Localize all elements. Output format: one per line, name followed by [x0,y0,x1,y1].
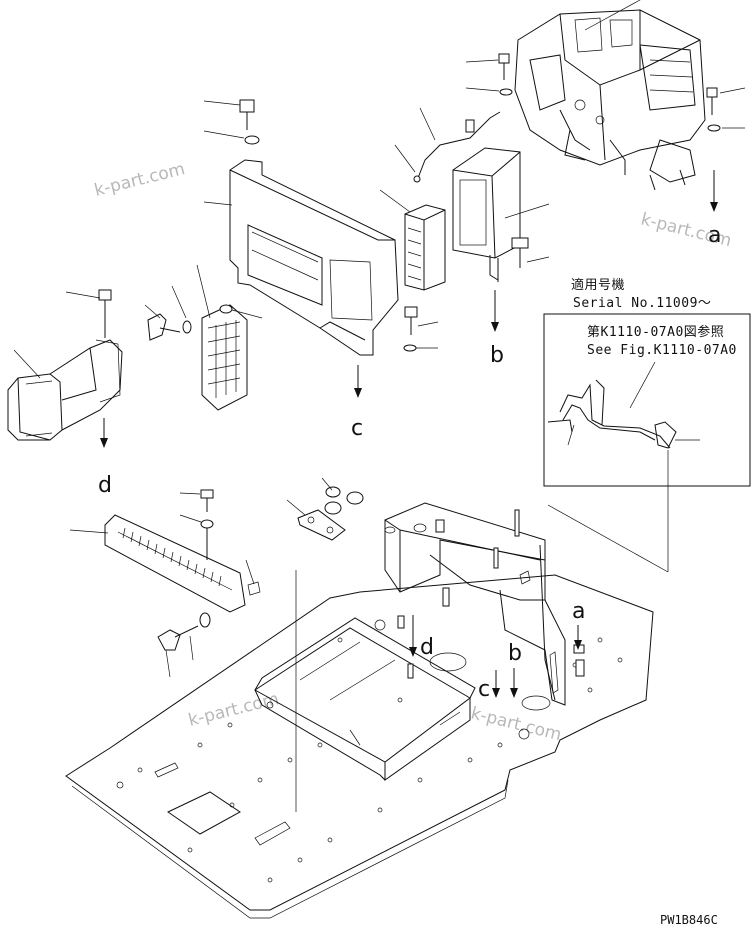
bolt-duct [511,237,550,268]
reference-inset-box [543,313,751,487]
filter-element [379,189,446,291]
arrow-label-d-top: d [98,473,112,498]
serial-label: 適用号機 [571,277,625,293]
arrow-label-b-bottom: b [508,641,522,666]
leader-line-right-1 [547,504,669,573]
arrow-label-b-top: b [490,343,504,368]
bolt-top-left-of-unit [465,53,513,96]
arrow-b-bottom: b [508,641,522,698]
watermark-3: k-part.com [186,689,281,731]
console-base [254,617,476,781]
arrow-c-bottom: c [478,670,500,702]
duct-center [452,147,550,282]
grommets [286,477,364,541]
air-conditioner-unit [514,0,706,191]
arrow-c-top: c [351,365,363,441]
arrow-d-bottom: d [409,615,434,660]
arrow-label-c-bottom: c [478,677,490,702]
arrow-label-c-top: c [351,416,363,441]
wire-harness [394,107,501,183]
arrow-a-top: a [708,170,721,248]
reference-jp: 第K1110-07A0図参照 [587,324,724,340]
bolt-right [706,87,746,132]
bolt-cover-right [403,306,439,352]
arrow-a-bottom: a [572,599,585,650]
duct-left [7,289,123,441]
watermark-4: k-part.com [469,703,564,745]
arrow-label-a-bottom: a [572,599,585,624]
watermark-1: k-part.com [92,159,187,201]
side-vent-panel [69,489,261,678]
cover-panel [203,99,399,356]
inset-bracket [547,361,700,449]
floor-plate [65,574,654,919]
drawing-code: PW1B846C [660,913,718,926]
arrow-label-a-top: a [708,223,721,248]
arrow-label-d-bottom: d [420,635,434,660]
serial-value: Serial No.11009～ [573,296,711,311]
arrow-b-top: b [490,290,504,368]
bracket-frame [384,502,585,706]
vent-grille [196,264,263,411]
arrow-d-top: d [98,418,112,498]
wing-screw [144,285,192,341]
reference-en: See Fig.K1110-07A0 [587,343,737,358]
